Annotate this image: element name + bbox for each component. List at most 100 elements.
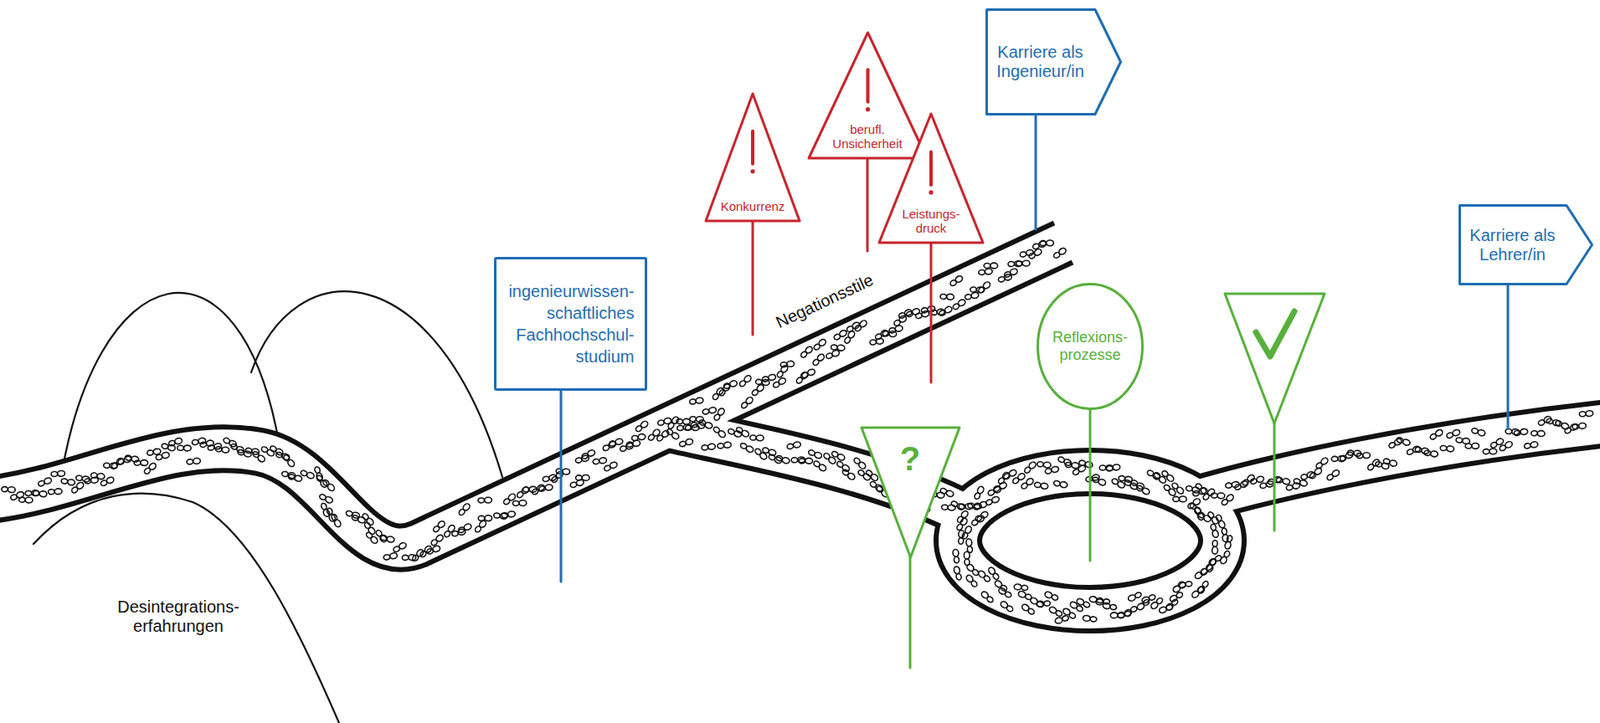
footprint-toe	[976, 485, 985, 495]
footprint-heel	[1090, 616, 1097, 623]
exclamation-dot	[750, 169, 755, 174]
arrow-sign-shape	[1460, 205, 1593, 285]
sign-text-block: Reflexions- prozesse	[1051, 329, 1130, 364]
footprint-heel	[538, 485, 546, 492]
footprint-heel	[1172, 496, 1180, 502]
footprint-heel	[750, 435, 757, 441]
footprint	[963, 551, 970, 566]
footprint-toe	[435, 534, 445, 544]
footprint	[51, 470, 66, 478]
footprint-heel	[676, 425, 684, 432]
footprint-heel	[523, 487, 530, 493]
footprint	[634, 420, 649, 433]
footprint	[530, 483, 546, 497]
footprint-heel	[1196, 586, 1205, 595]
footprint-heel	[717, 442, 725, 449]
footprint-heel	[869, 339, 877, 345]
footprint	[1224, 535, 1234, 551]
footprint-toe	[519, 500, 527, 507]
footprint-heel	[1356, 452, 1364, 458]
footprint-heel	[502, 498, 511, 506]
footprint	[25, 490, 40, 497]
footprint-heel	[365, 531, 374, 541]
footprint-toe	[1331, 468, 1341, 479]
footprint	[1013, 583, 1029, 592]
footprint	[133, 460, 149, 467]
exclamation-bar	[865, 69, 870, 103]
footprint-heel	[103, 463, 111, 469]
footprint-toe	[804, 345, 814, 355]
footprint-heel	[1185, 485, 1194, 492]
hills	[33, 291, 503, 723]
footprint-toe	[115, 457, 125, 467]
footprint-heel	[964, 559, 970, 566]
footprint	[1572, 422, 1587, 431]
footprint-toe	[704, 421, 714, 431]
footprint	[1168, 591, 1184, 603]
warning-sign: Konkurrenz	[704, 92, 802, 223]
footprint-heel	[501, 512, 509, 519]
footprint	[1044, 591, 1060, 602]
round-sign	[1038, 284, 1143, 410]
footprint-heel	[1, 486, 9, 492]
footprint-heel	[689, 398, 696, 405]
footprint	[1546, 417, 1562, 427]
footprint-heel	[718, 389, 726, 398]
footprint	[1579, 410, 1594, 417]
footprint	[1061, 607, 1076, 621]
footprint	[799, 345, 814, 360]
footprint-heel	[798, 458, 806, 464]
footprint	[997, 471, 1011, 486]
footprint	[939, 487, 955, 498]
footprint	[977, 268, 993, 277]
footprint-heel	[958, 504, 966, 510]
footprint-toe	[1059, 481, 1068, 489]
footprint	[1110, 612, 1124, 619]
footprint-heel	[864, 469, 874, 478]
footprint-heel	[84, 478, 92, 484]
footprint	[602, 461, 618, 473]
footprint	[1017, 590, 1033, 601]
warning-triangle	[808, 32, 927, 159]
footprint	[365, 531, 379, 546]
footprint-toe	[1402, 438, 1412, 447]
footprint-toe	[183, 445, 191, 452]
footprint	[767, 453, 783, 465]
footprint-toe	[813, 451, 824, 460]
footprint-heel	[493, 513, 500, 520]
footprint-heel	[411, 554, 420, 563]
footprint-heel	[1241, 478, 1251, 487]
footprint	[177, 445, 192, 452]
footprint	[1160, 469, 1175, 484]
footprint-heel	[207, 444, 216, 451]
footprint-heel	[457, 508, 467, 517]
footprint	[1135, 484, 1151, 496]
footprint-toe	[818, 338, 828, 348]
footprint	[288, 473, 303, 483]
footprint-toe	[1175, 486, 1185, 496]
footprint	[502, 493, 517, 507]
footprint	[501, 510, 516, 519]
footprint	[1170, 482, 1185, 496]
exclamation-bar	[929, 151, 933, 186]
footprint-toe	[1141, 487, 1151, 496]
footprint-heel	[245, 447, 253, 454]
sign-text: Karriere als Ingenieur/in	[995, 42, 1086, 82]
footprint	[1003, 267, 1019, 279]
footprint	[657, 417, 673, 428]
warning-triangle	[879, 113, 983, 243]
footprints	[1, 240, 1594, 625]
footprint	[735, 426, 751, 438]
footprint-toe	[598, 457, 608, 464]
footprint-toe	[286, 458, 296, 469]
reflection-sign: Reflexions- prozesse	[1036, 282, 1144, 411]
footprint-heel	[655, 434, 664, 443]
arrow-sign-shape	[987, 10, 1122, 115]
footprint-heel	[1210, 493, 1218, 499]
footprint-heel	[1220, 498, 1230, 506]
footprint-heel	[1275, 477, 1284, 484]
footprint-toe	[797, 457, 806, 464]
footprint-heel	[124, 454, 133, 461]
footprint	[811, 353, 825, 367]
footprint-toe	[807, 368, 817, 377]
